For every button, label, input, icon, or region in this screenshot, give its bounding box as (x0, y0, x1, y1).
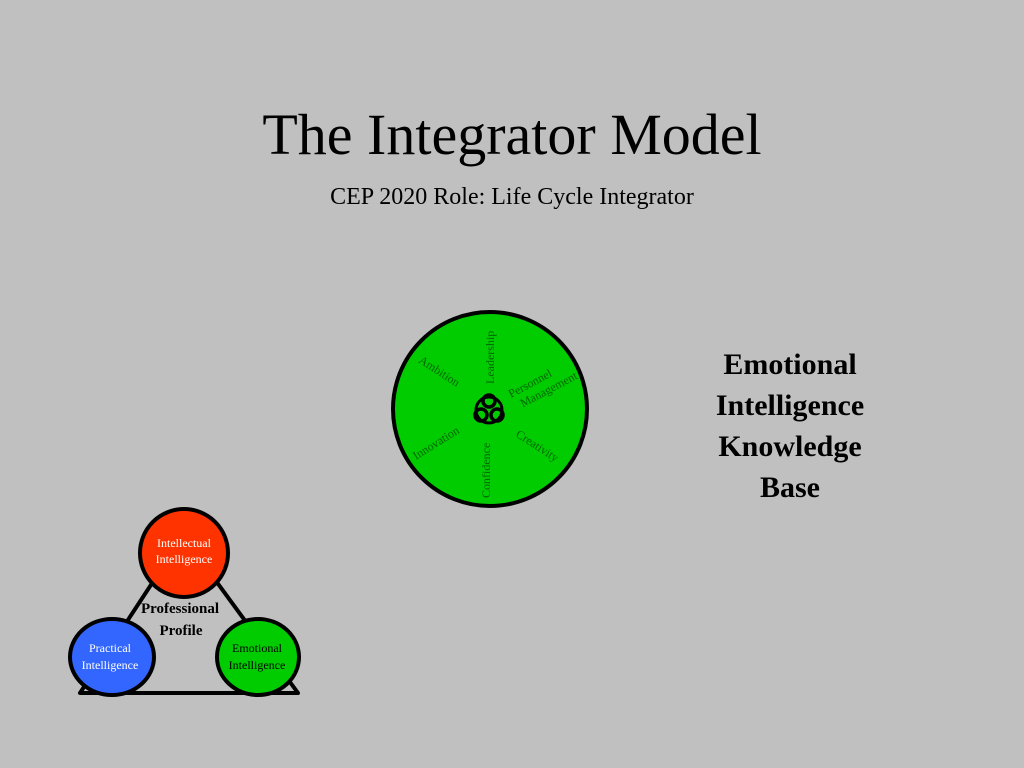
slide-title: The Integrator Model (262, 102, 762, 167)
profile-triangle (78, 534, 300, 695)
knowledge-base-line: Emotional (723, 348, 857, 381)
emotional-label-line2: Intelligence (229, 658, 286, 672)
profile-center-line2: Profile (159, 623, 202, 639)
practical-intelligence-circle (68, 617, 156, 697)
knowledge-base-line: Intelligence (715, 389, 865, 422)
knowledge-base-label: Emotional Intelligence Knowledge Base (690, 344, 890, 508)
profile-center-line1: Professional (141, 601, 219, 617)
emotional-label-line1: Emotional (232, 641, 283, 655)
ei-wheel: Leadership Personnel Management Creativi… (391, 310, 589, 508)
wheel-segment-confidence: Confidence (479, 443, 493, 498)
intellectual-label-line1: Intellectual (157, 536, 212, 550)
emotional-intelligence-circle (215, 617, 301, 697)
intellectual-intelligence-circle (138, 507, 230, 599)
knowledge-base-line: Knowledge (718, 430, 862, 463)
practical-label-line2: Intelligence (82, 658, 139, 672)
intellectual-label-line2: Intelligence (156, 552, 213, 566)
wheel-segment-leadership: Leadership (483, 331, 497, 384)
knowledge-base-line: Base (760, 471, 820, 504)
trinity-icon (473, 393, 505, 425)
ei-wheel-circle (391, 310, 589, 508)
professional-profile: Intellectual Intelligence Practical Inte… (68, 507, 301, 697)
slide-subtitle: CEP 2020 Role: Life Cycle Integrator (330, 184, 694, 210)
practical-label-line1: Practical (89, 641, 132, 655)
